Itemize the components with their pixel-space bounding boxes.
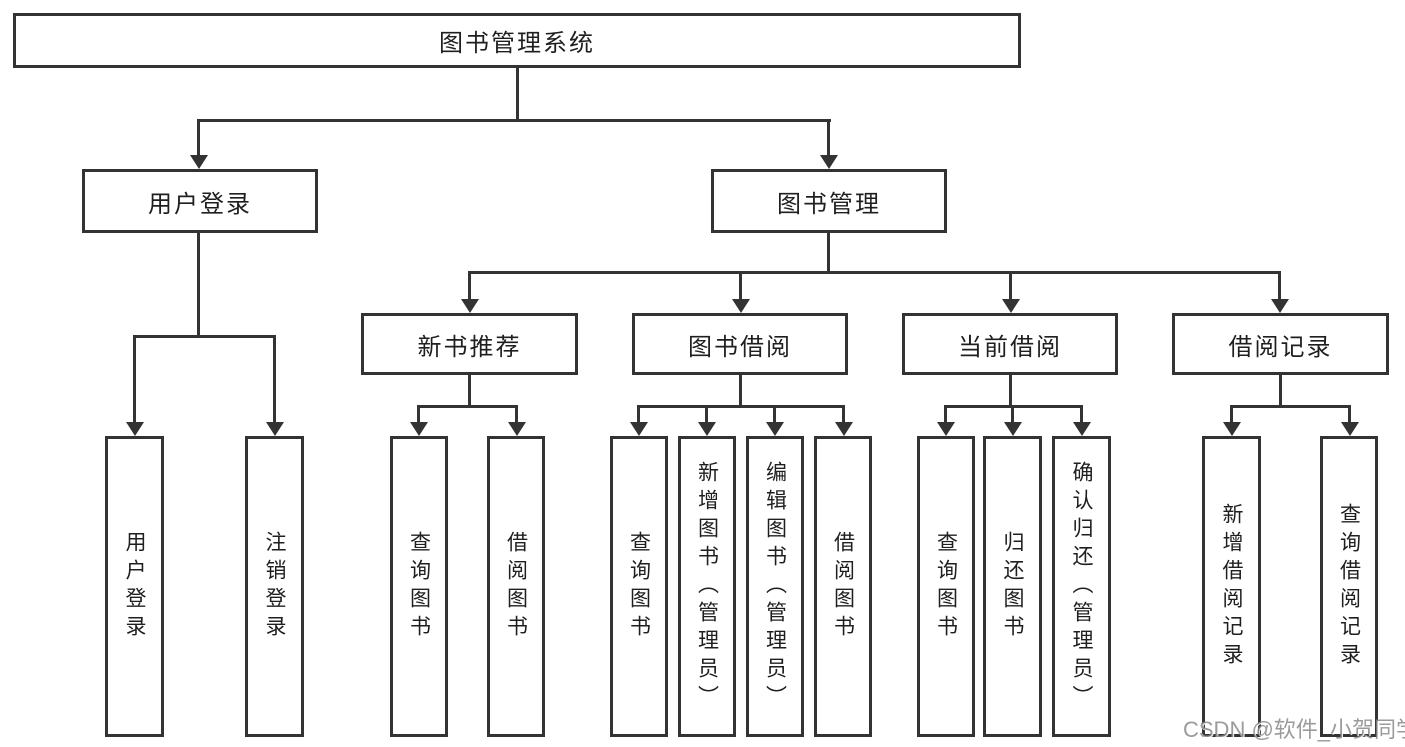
arrowhead-down [190, 155, 208, 169]
connector-drop [468, 271, 471, 299]
connector-drop-user-login [197, 119, 200, 156]
connector-drop [1278, 271, 1281, 299]
arrowhead-down [410, 422, 428, 436]
leaf-return-book: 归还图书 [983, 436, 1042, 737]
node-book-borrow: 图书借阅 [632, 313, 848, 375]
arrowhead-down [1002, 299, 1020, 313]
connector-drop-book-mgmt [827, 119, 830, 156]
connector-drop [637, 405, 640, 423]
leaf-query-book-borrow: 查询图书 [610, 436, 668, 737]
connector-drop [515, 405, 518, 423]
node-borrow-records: 借阅记录 [1172, 313, 1389, 375]
connector-drop [944, 405, 947, 423]
watermark: CSDN @软件_小贺同学 [1183, 717, 1405, 742]
leaf-add-book-admin: 新增图书（管理员） [678, 436, 736, 737]
leaf-confirm-return-admin: 确认归还（管理员） [1052, 436, 1111, 737]
connector-drop [417, 405, 420, 423]
leaf-edit-book-admin: 编辑图书（管理员） [746, 436, 804, 737]
arrowhead-down [820, 155, 838, 169]
connector-drop [1230, 405, 1233, 423]
connector-drop [133, 335, 136, 422]
connector-user-login-span [133, 335, 276, 338]
connector-book-mgmt-span [468, 271, 1281, 274]
arrowhead-down [1223, 422, 1241, 436]
node-book-mgmt: 图书管理 [711, 169, 947, 233]
connector-root-span [197, 119, 831, 122]
arrowhead-down [461, 299, 479, 313]
connector-recommend-stem [468, 375, 471, 408]
leaf-query-book-current: 查询图书 [917, 436, 975, 737]
leaf-logout: 注销登录 [245, 436, 304, 737]
connector-drop [1011, 405, 1014, 423]
arrowhead-down [1271, 299, 1289, 313]
connector-drop [1080, 405, 1083, 423]
connector-user-login-stem [197, 233, 200, 337]
leaf-borrow-book-recommend: 借阅图书 [487, 436, 545, 737]
connector-book-mgmt-stem [827, 233, 830, 273]
arrowhead-down [698, 422, 716, 436]
leaf-query-borrow-record: 查询借阅记录 [1320, 436, 1378, 737]
connector-root-stem [516, 68, 519, 121]
leaf-query-book-recommend: 查询图书 [390, 436, 448, 737]
leaf-borrow-book: 借阅图书 [814, 436, 872, 737]
connector-drop [705, 405, 708, 423]
connector-drop [1348, 405, 1351, 423]
arrowhead-down [508, 422, 526, 436]
connector-borrow-stem [739, 375, 742, 408]
arrowhead-down [630, 422, 648, 436]
connector-records-span [1230, 405, 1351, 408]
connector-borrow-span [637, 405, 845, 408]
arrowhead-down [766, 422, 784, 436]
connector-records-stem [1279, 375, 1282, 408]
node-new-book-recommend: 新书推荐 [361, 313, 578, 375]
arrowhead-down [1004, 422, 1022, 436]
node-current-borrow: 当前借阅 [902, 313, 1118, 375]
connector-drop [842, 405, 845, 423]
arrowhead-down [937, 422, 955, 436]
connector-drop [273, 335, 276, 422]
connector-drop [739, 271, 742, 299]
leaf-add-borrow-record: 新增借阅记录 [1202, 436, 1261, 737]
connector-drop [773, 405, 776, 423]
node-user-login: 用户登录 [82, 169, 318, 233]
arrowhead-down [732, 299, 750, 313]
arrowhead-down [126, 422, 144, 436]
connector-drop [1009, 271, 1012, 299]
arrowhead-down [1073, 422, 1091, 436]
leaf-user-login: 用户登录 [105, 436, 164, 737]
node-root: 图书管理系统 [13, 13, 1021, 68]
connector-recommend-span [417, 405, 518, 408]
arrowhead-down [266, 422, 284, 436]
arrowhead-down [1341, 422, 1359, 436]
arrowhead-down [835, 422, 853, 436]
connector-current-stem [1009, 375, 1012, 408]
